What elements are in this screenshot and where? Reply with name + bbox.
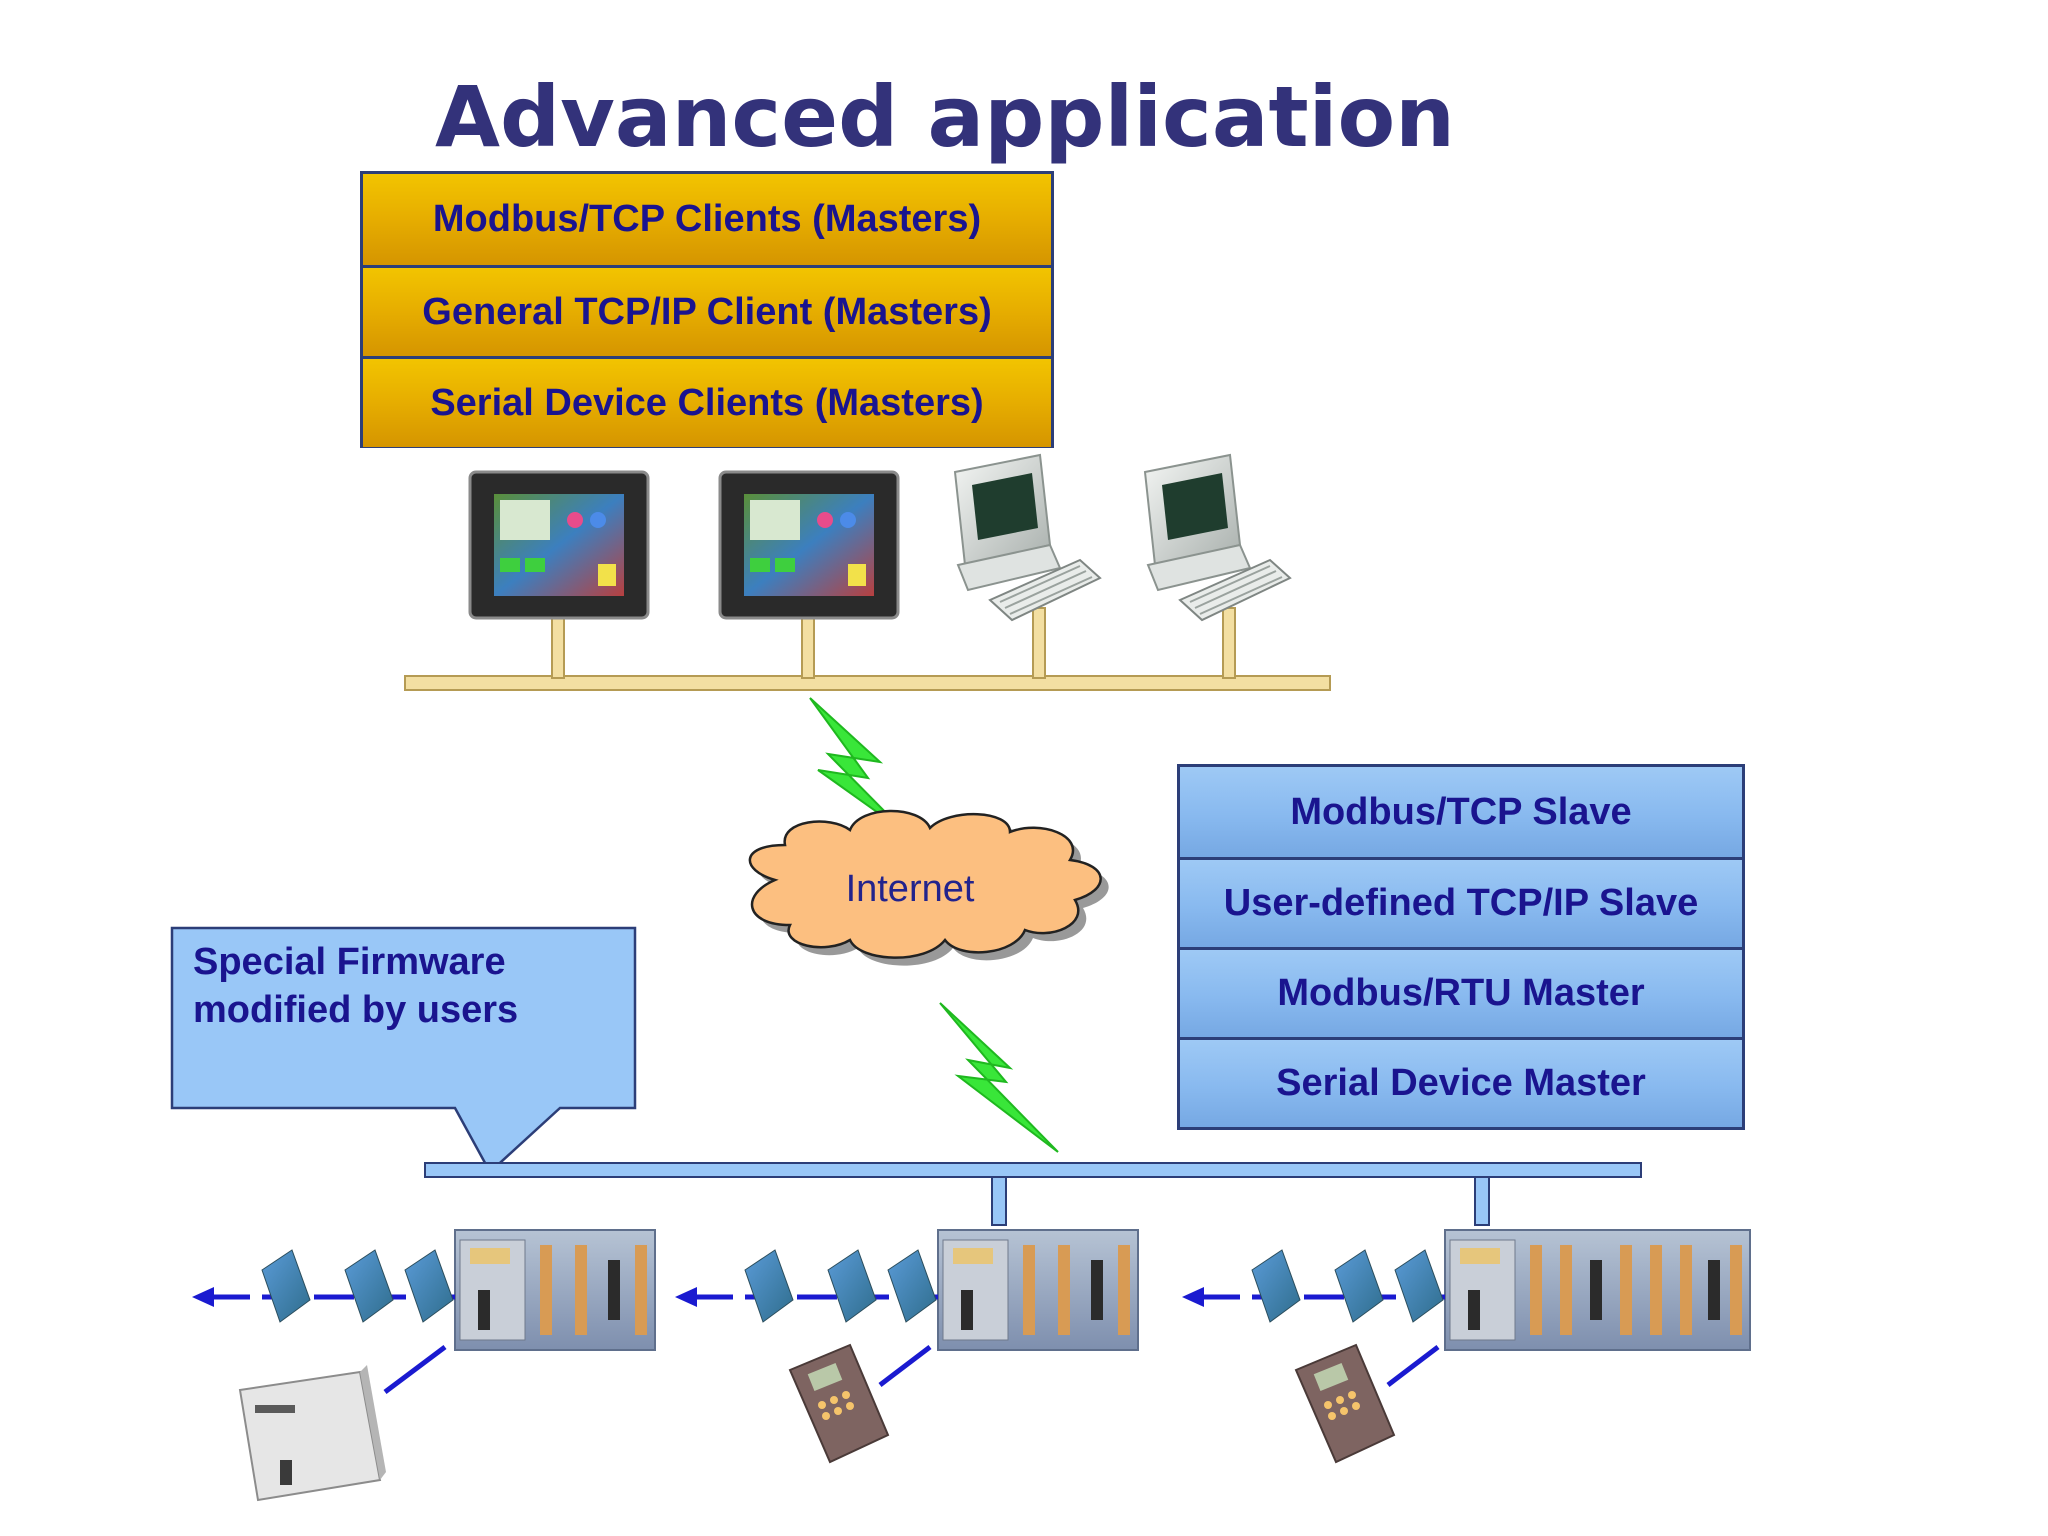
slave-stack: Modbus/TCP Slave User-defined TCP/IP Sla… — [1177, 764, 1745, 1130]
lightning-icon — [939, 1002, 1059, 1153]
touch-panel-icon — [468, 470, 650, 620]
slave-row-modbus-rtu: Modbus/RTU Master — [1180, 947, 1742, 1037]
desktop-pc-icon — [1143, 453, 1292, 622]
lower-drop-2 — [991, 1176, 1007, 1226]
lower-drop-3 — [1474, 1176, 1490, 1226]
firmware-callout — [170, 926, 637, 1174]
reader-link-1 — [878, 1345, 932, 1387]
plc-link — [383, 1345, 447, 1394]
page-title: Advanced application — [435, 68, 1455, 166]
io-module-icon — [1251, 1249, 1444, 1323]
client-row-modbus-tcp: Modbus/TCP Clients (Masters) — [363, 174, 1051, 265]
upper-drop-3 — [1032, 607, 1046, 679]
arrow-head-2 — [675, 1287, 697, 1307]
callout-line-1: Special Firmware — [193, 941, 506, 983]
upper-network-bus — [404, 675, 1331, 691]
client-row-general-tcpip: General TCP/IP Client (Masters) — [363, 265, 1051, 356]
internet-label: Internet — [845, 868, 975, 910]
controller-rack-icon — [1444, 1229, 1751, 1351]
cloud-icon — [748, 809, 1109, 966]
controller-rack-icon — [937, 1229, 1139, 1351]
rfid-reader-icon — [788, 1343, 890, 1464]
io-module-icon — [744, 1249, 937, 1323]
touch-panel-icon — [718, 470, 900, 620]
firmware-callout-text: Special Firmware modified by users — [193, 938, 613, 1034]
reader-link-2 — [1386, 1345, 1440, 1387]
io-module-icon — [261, 1249, 454, 1323]
client-stack: Modbus/TCP Clients (Masters) General TCP… — [360, 171, 1054, 448]
slave-row-user-defined: User-defined TCP/IP Slave — [1180, 857, 1742, 947]
plc-icon — [238, 1365, 386, 1502]
lower-network-bus — [424, 1162, 1642, 1178]
slave-row-modbus-tcp: Modbus/TCP Slave — [1180, 767, 1742, 857]
slave-row-serial-device: Serial Device Master — [1180, 1037, 1742, 1127]
client-row-serial-device: Serial Device Clients (Masters) — [363, 356, 1051, 447]
controller-rack-icon — [454, 1229, 656, 1351]
rfid-reader-icon — [1294, 1343, 1396, 1464]
callout-line-2: modified by users — [193, 989, 519, 1031]
desktop-pc-icon — [953, 453, 1102, 622]
upper-drop-4 — [1222, 607, 1236, 679]
arrow-head-3 — [1182, 1287, 1204, 1307]
arrow-head-1 — [192, 1287, 214, 1307]
